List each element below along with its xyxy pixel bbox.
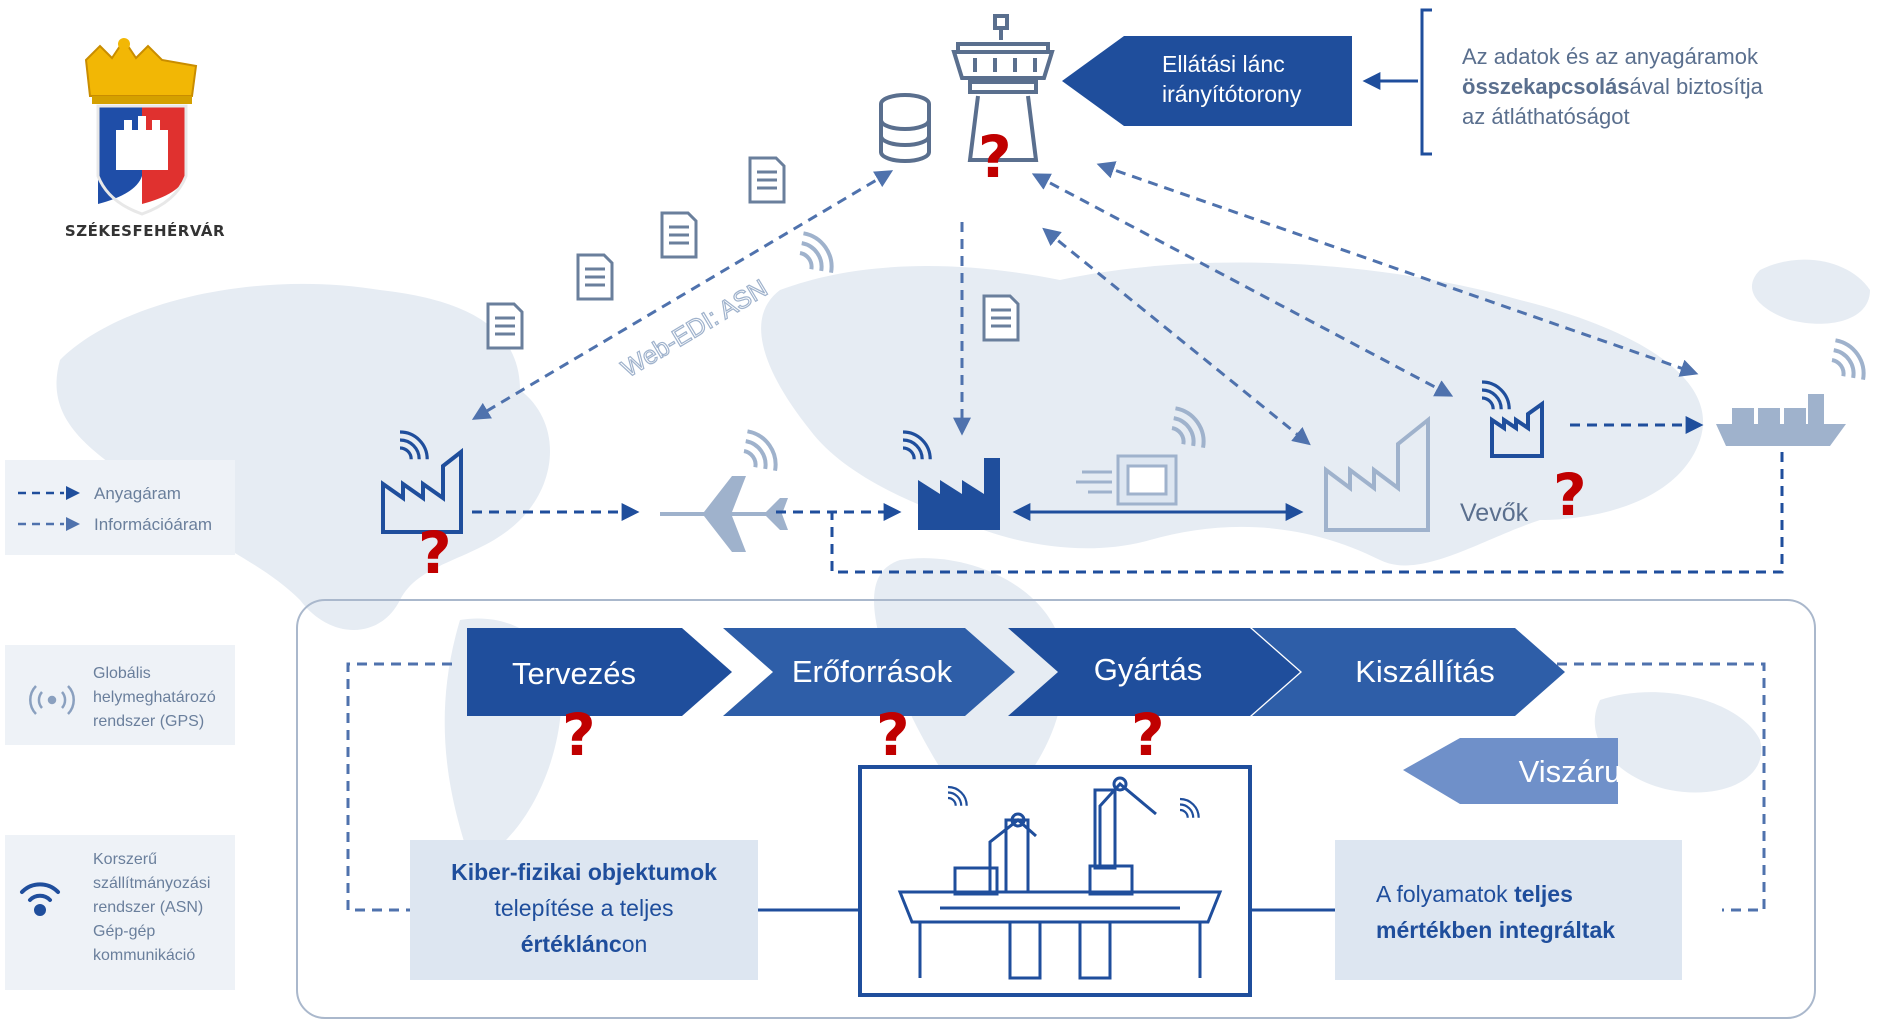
return-arrow (1403, 738, 1618, 804)
legend-asn-line: Korszerű (93, 851, 157, 868)
supplier-factory-icon (381, 447, 463, 534)
control-tower-label: Ellátási lánc irányítótorony (1162, 51, 1302, 107)
integration-text-line: A folyamatok teljes (1376, 881, 1573, 907)
integration-panel (1335, 840, 1682, 980)
machine-icon (1076, 454, 1178, 506)
customer-factory-outline-icon (1324, 415, 1430, 532)
cyber-physical-text-line: telepítése a teljes (494, 895, 673, 921)
transparency-note-line: összekapcsolásával biztosítja (1462, 74, 1764, 99)
chevron-label: Tervezés (512, 656, 636, 691)
legend-asn-line: kommunikáció (93, 947, 195, 964)
legend-material-flow-label: Anyagáram (94, 484, 181, 503)
legend-gps-text: Globális helymeghatározó rendszer (GPS) (93, 665, 216, 730)
legend-flow-text: Anyagáram Információáram (94, 484, 212, 534)
legend-gps-line: rendszer (GPS) (93, 713, 204, 730)
control-tower-icon (951, 14, 1055, 162)
legend-asn-line: szállítmányozási (93, 875, 210, 892)
customers-label: Vevők (1460, 499, 1529, 527)
process-chevron-labels: Tervezés Erőforrások Gyártás Kiszállítás (512, 652, 1495, 691)
legend-asn-line: Gép-gép (93, 923, 155, 940)
chevron-label: Gyártás (1094, 652, 1203, 687)
cargo-ship-icon (1716, 394, 1846, 446)
city-coat-of-arms-logo (84, 38, 198, 216)
cyber-physical-panel (410, 840, 758, 980)
airplane-icon (660, 476, 788, 552)
information-flow-arrows (471, 161, 1699, 446)
material-flow-arrows (472, 416, 1784, 574)
chevron-label: Erőforrások (792, 654, 953, 689)
database-icon (879, 93, 931, 163)
chevron-gyartas (1008, 628, 1300, 716)
manufacturing-plant-icon (918, 458, 1000, 530)
transparency-note: Az adatok és az anyagáramok összekapcsolá… (1462, 44, 1764, 129)
integration-text: A folyamatok teljes mértékben integráltak (1376, 881, 1615, 943)
integration-text-line: mértékben integráltak (1376, 917, 1615, 943)
gps-legend-icon (29, 685, 75, 715)
web-edi-label: Web-EDI: ASN (617, 274, 773, 383)
return-label: Viszáru (1519, 754, 1622, 789)
control-tower-label-arrow (1062, 36, 1352, 126)
value-chain-panel (296, 599, 1816, 1019)
legend-information-flow-label: Információáram (94, 515, 212, 534)
cyber-physical-text-line: Kiber-fizikai objektumok (451, 859, 717, 885)
chevron-eroforrasok (723, 628, 1015, 716)
customer-factory-icon (1490, 400, 1544, 458)
legend-panels (5, 460, 235, 990)
control-tower-label-line: Ellátási lánc (1162, 51, 1285, 77)
legend-gps-line: Globális (93, 665, 151, 682)
value-chain-loop (346, 662, 1766, 912)
wifi-legend-icon (20, 882, 60, 916)
legend-asn-text: Korszerű szállítmányozási rendszer (ASN) Gé… (93, 851, 210, 964)
robotic-production-line-illustration (897, 776, 1223, 980)
transparency-note-line: az átláthatóságot (1462, 104, 1630, 129)
chevron-label: Kiszállítás (1355, 654, 1495, 689)
chevron-kiszallitas (1252, 628, 1565, 716)
process-chevrons (467, 628, 1565, 716)
legend-gps-line: helymeghatározó (93, 689, 216, 706)
cyber-physical-text-line: értékláncon (521, 931, 648, 957)
control-tower-label-line: irányítótorony (1162, 81, 1302, 107)
transparency-note-line: Az adatok és az anyagáramok (1462, 44, 1759, 69)
legend-asn-line: rendszer (ASN) (93, 899, 203, 916)
cyber-physical-text: Kiber-fizikai objektumok telepítése a tel… (451, 859, 717, 957)
chevron-tervezes (467, 628, 732, 716)
